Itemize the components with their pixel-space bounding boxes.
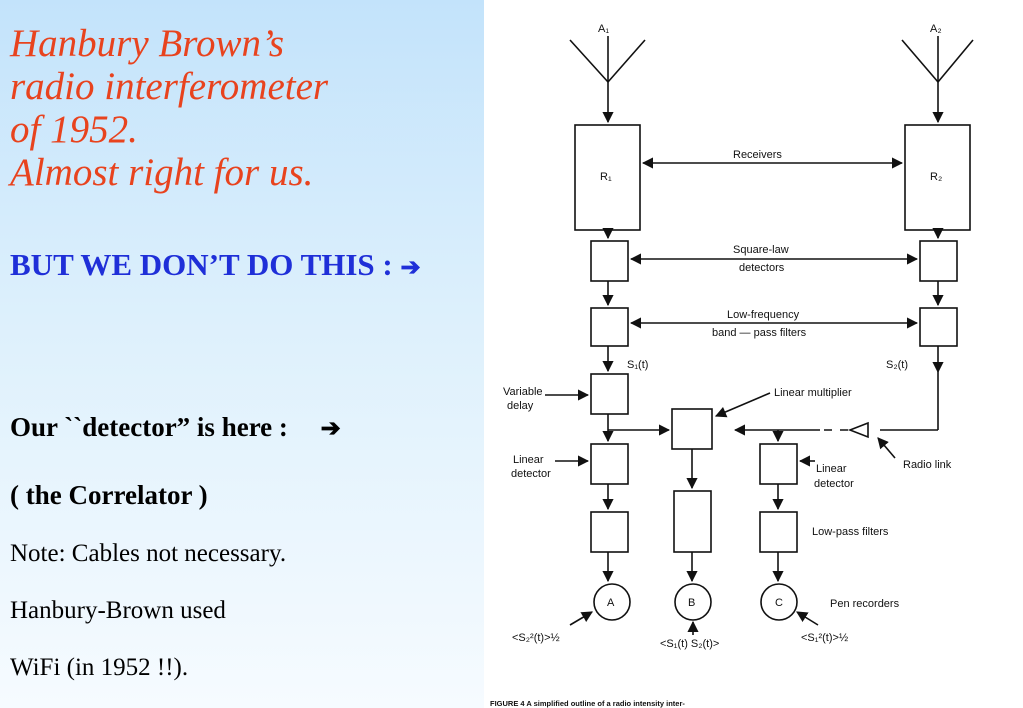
right-arrow-icon: ➔ <box>400 255 421 281</box>
pen-recorder-c <box>760 583 798 621</box>
title-line-4: Almost right for us. <box>10 151 314 194</box>
s2t-label: S₂(t) <box>886 359 908 371</box>
output-c-label: <S₁²(t)>½ <box>801 632 848 644</box>
title-line-3: of 1952. <box>10 108 138 151</box>
linear-detector-left-label-2: detector <box>511 468 551 480</box>
recorder-a-label: A <box>607 597 615 609</box>
square-law-label-1: Square-law <box>733 244 789 256</box>
variable-delay-box <box>590 373 629 415</box>
square-law-detector-2 <box>919 240 958 282</box>
antenna-a2-label: A₂ <box>930 23 942 35</box>
antenna-a1-label: A₁ <box>598 23 609 35</box>
bandpass-filter-1 <box>590 307 629 347</box>
linear-detector-left <box>590 443 629 485</box>
lowpass-label: Low-pass filters <box>812 526 889 538</box>
lowfreq-label-2: band — pass filters <box>712 327 807 339</box>
linear-detector-left-label-1: Linear <box>513 454 544 466</box>
pen-recorders-label: Pen recorders <box>830 598 900 610</box>
pen-recorder-b <box>674 583 712 621</box>
receivers-label: Receivers <box>733 149 782 161</box>
detector-line: Our ``detector” is here : ➔ <box>10 412 341 443</box>
pen-recorder-a <box>593 583 631 621</box>
output-b-label: <S₁(t) S₂(t)> <box>660 638 719 650</box>
radio-link-label: Radio link <box>903 459 952 471</box>
interferometer-diagram: A₁ A₂ Receivers R₁ R₂ Square-law detecto… <box>490 23 974 708</box>
slide-title: Hanbury Brown’s radio interferometer of … <box>10 22 328 194</box>
linear-multiplier-box <box>671 408 713 450</box>
receiver-r2-label: R₂ <box>930 171 942 183</box>
variable-delay-label-1: Variable <box>503 386 543 398</box>
lowpass-filter-b <box>673 490 712 553</box>
lowfreq-label-1: Low-frequency <box>727 309 800 321</box>
linear-detector-right <box>759 443 798 485</box>
linear-detector-right-label-2: detector <box>814 478 854 490</box>
but-we-dont-text: BUT WE DON’T DO THIS : <box>10 247 393 282</box>
lowpass-filter-a <box>590 511 629 553</box>
bandpass-filter-2 <box>919 307 958 347</box>
recorder-c-label: C <box>775 597 783 609</box>
but-we-dont-line: BUT WE DON’T DO THIS : ➔ <box>10 247 421 283</box>
receiver-r1-label: R₁ <box>600 171 612 183</box>
recorder-b-label: B <box>688 597 695 609</box>
correlator-text: ( the Correlator ) <box>10 480 208 510</box>
square-law-label-2: detectors <box>739 262 785 274</box>
right-arrow-icon: ➔ <box>320 416 341 442</box>
title-line-1: Hanbury Brown’s <box>10 22 285 65</box>
s1t-label: S₁(t) <box>627 359 648 371</box>
antenna-a1-icon <box>569 36 646 124</box>
lowpass-filter-c <box>759 511 798 553</box>
note-line-3: WiFi (in 1952 !!). <box>10 654 189 681</box>
figure-caption: FIGURE 4 A simplified outline of a radio… <box>490 699 685 708</box>
left-text-panel: Hanbury Brown’s radio interferometer of … <box>0 0 484 708</box>
note-line-1: Note: Cables not necessary. <box>10 540 287 567</box>
antenna-a2-icon <box>901 36 974 124</box>
linear-multiplier-label: Linear multiplier <box>774 387 852 399</box>
radio-link-triangle-icon <box>847 421 869 439</box>
output-a-label: <S₂²(t)>½ <box>512 632 560 644</box>
note-line-2: Hanbury-Brown used <box>10 597 226 624</box>
variable-delay-label-2: delay <box>507 400 534 412</box>
detector-text: Our ``detector” is here : <box>10 412 288 442</box>
linear-detector-right-label-1: Linear <box>816 463 847 475</box>
square-law-detector-1 <box>590 240 629 282</box>
title-line-2: radio interferometer <box>10 65 329 108</box>
